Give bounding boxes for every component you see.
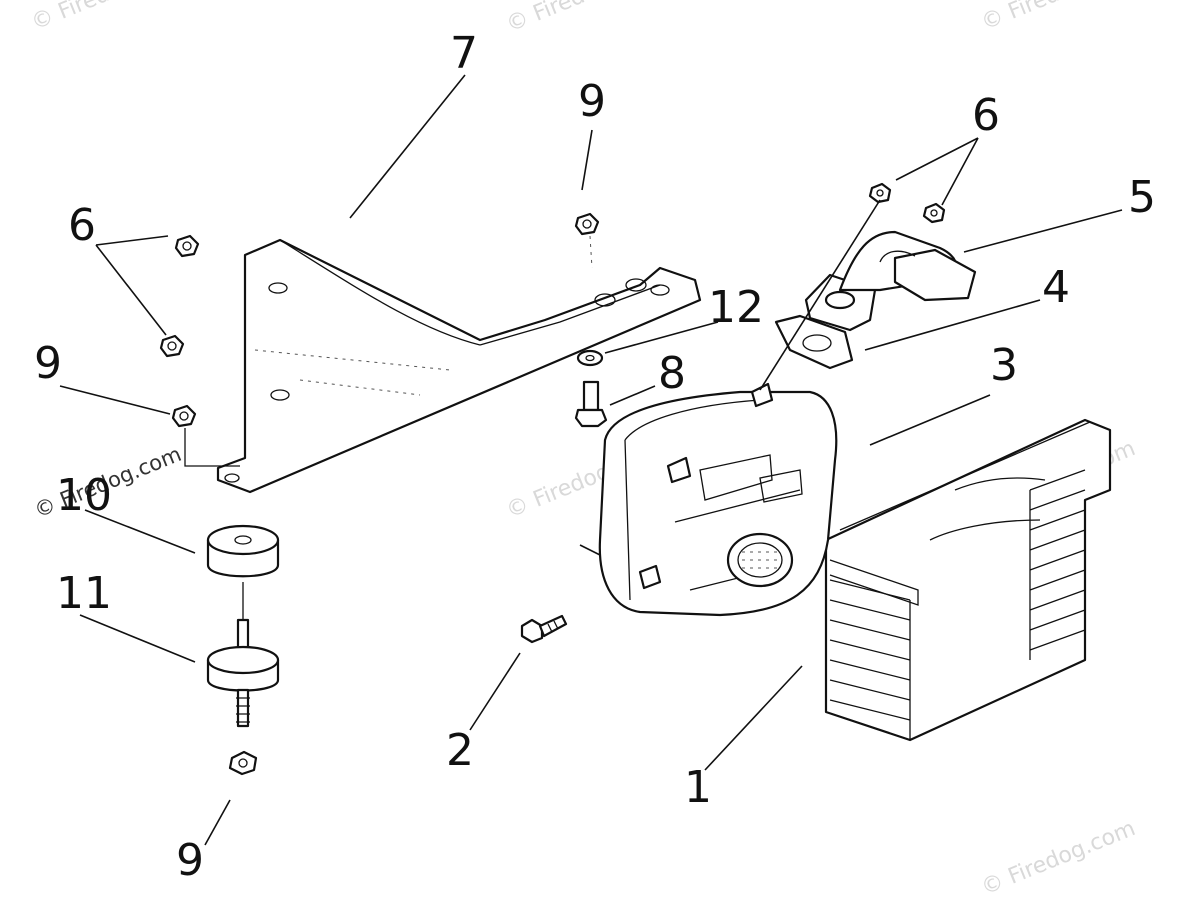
nut-part: [922, 202, 946, 224]
leader-9-bottom: [204, 799, 231, 846]
watermark: © Firedog.com: [978, 0, 1139, 36]
leader-6-right: [895, 137, 979, 206]
callout-1: 1: [684, 762, 712, 813]
callout-7: 7: [450, 28, 478, 79]
callout-5: 5: [1128, 172, 1156, 223]
watermark: © Firedog.com: [978, 816, 1139, 899]
callout-6-right: 6: [972, 90, 1000, 141]
callout-8: 8: [658, 348, 686, 399]
leader-4: [864, 299, 1041, 351]
callout-9-left: 9: [34, 338, 62, 389]
washer-part: [576, 349, 604, 367]
leader-7: [349, 74, 466, 219]
callout-3: 3: [990, 340, 1018, 391]
nut-part: [228, 750, 258, 776]
muffler-part: [598, 382, 838, 617]
callout-2: 2: [446, 725, 474, 776]
watermark: © Firedog.com: [28, 0, 189, 36]
leader-11: [79, 614, 196, 663]
leader-9-left: [59, 385, 171, 415]
callout-12: 12: [708, 282, 764, 333]
callout-9-top: 9: [578, 76, 606, 127]
bracket-part: [216, 238, 702, 494]
watermark: © Firedog.com: [503, 0, 664, 38]
gasket-part: [774, 314, 854, 370]
rubber-mount-part: [206, 524, 280, 620]
callout-11: 11: [56, 568, 112, 619]
leader-8: [609, 385, 656, 406]
stud-mount-part: [206, 618, 280, 728]
callout-4: 4: [1042, 262, 1070, 313]
bolt-part: [520, 614, 568, 644]
exhaust-pipe-part: [804, 230, 977, 332]
leader-3: [869, 394, 991, 446]
leader-2: [469, 652, 521, 731]
leader-9-top: [581, 129, 593, 191]
nut-part: [868, 182, 892, 204]
bolt-part: [574, 380, 608, 428]
leader-muffler-side: [579, 544, 601, 556]
callout-10: 10: [56, 470, 112, 521]
callout-9-bottom: 9: [176, 835, 204, 886]
nut-part: [574, 212, 600, 269]
nut-part: [171, 404, 240, 467]
leader-5: [963, 209, 1123, 253]
nut-part: [159, 334, 185, 358]
leader-12: [604, 321, 719, 354]
leader-lines: [59, 74, 1123, 846]
leader-6-left: [95, 235, 169, 336]
callout-labels: 7 9 6 5 4 12 8 3 9 6 10 11 2 1 9: [34, 28, 1156, 886]
nut-part: [174, 234, 200, 258]
callout-6-left: 6: [68, 200, 96, 251]
heat-shield-part: [824, 418, 1112, 742]
leader-1: [704, 665, 803, 771]
leader-10: [84, 509, 196, 554]
leader-exhaust-to-muffler: [759, 199, 881, 391]
